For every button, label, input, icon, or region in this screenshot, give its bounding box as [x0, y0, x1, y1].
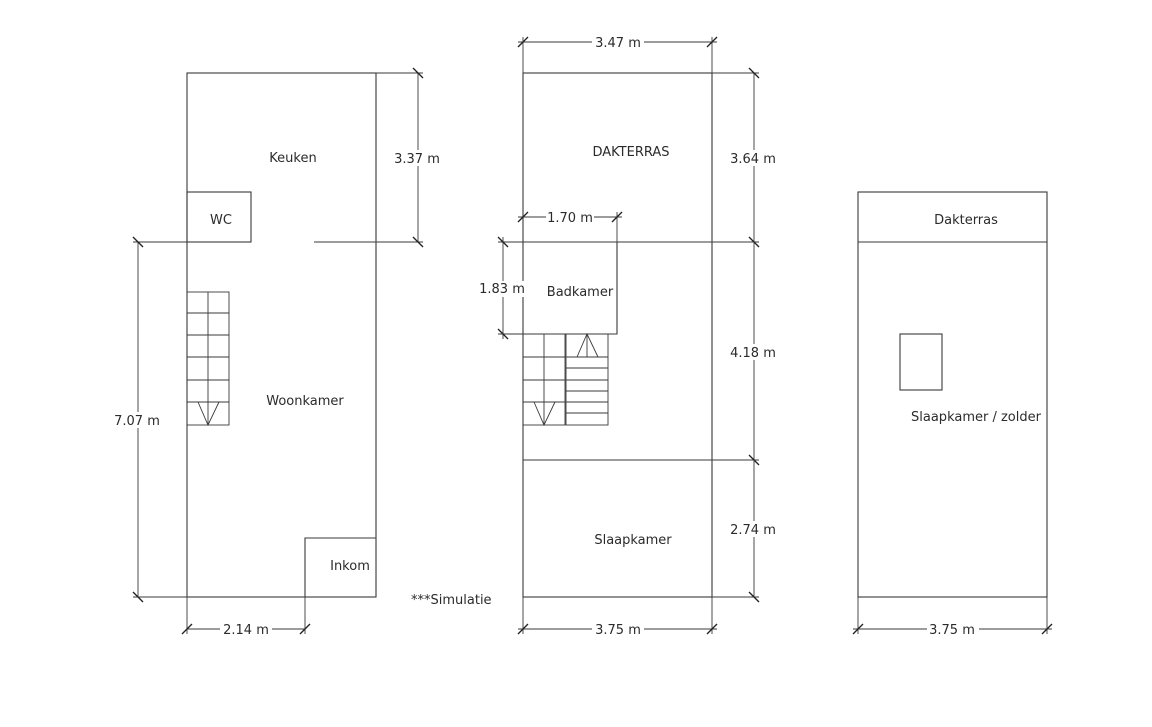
inkom-room — [304, 537, 376, 597]
dim-bath-depth — [480, 236, 524, 340]
dim-label-bed-depth: 2.74 m — [730, 523, 776, 538]
dim-inkom-width — [181, 597, 311, 637]
ground-staircase — [186, 291, 230, 427]
dim-label-keuken-depth: 3.37 m — [394, 152, 440, 167]
room-label-zolder: Slaapkamer / zolder — [911, 410, 1042, 425]
dim-ground-depth — [112, 236, 187, 603]
room-label-wc: WC — [210, 213, 232, 228]
first-staircase-up — [565, 332, 609, 426]
attic-floor: Dakterras Slaapkamer / zolder 3.75 m — [852, 191, 1053, 638]
dim-label-attic-width: 3.75 m — [929, 623, 975, 638]
ground-floor: Keuken WC Woonkamer Inkom 3.37 m 7.07 m … — [112, 67, 444, 638]
dim-label-first-width-bottom: 3.75 m — [595, 623, 641, 638]
stair-arrow-down-icon — [197, 401, 220, 427]
dim-label-inkom-width: 2.14 m — [223, 623, 269, 638]
stair-arrow-down-icon — [533, 401, 556, 427]
simulation-note: ***Simulatie — [411, 593, 492, 608]
dim-bath-width — [517, 210, 623, 242]
dim-label-bath-depth: 1.83 m — [479, 282, 525, 297]
room-label-dakterras: Dakterras — [934, 213, 998, 228]
stair-arrow-up-icon — [576, 332, 599, 358]
dim-label-terrace-depth: 3.64 m — [730, 152, 776, 167]
roof-window — [899, 333, 943, 391]
room-label-keuken: Keuken — [269, 151, 316, 166]
dim-bed-depth — [712, 460, 780, 603]
first-floor: DAKTERRAS Badkamer Slaapkamer 3.47 m 3.6… — [479, 34, 780, 638]
dim-first-width-top — [517, 34, 718, 73]
room-label-woonkamer: Woonkamer — [266, 394, 344, 409]
dim-label-mid-depth: 4.18 m — [730, 346, 776, 361]
dim-keuken-depth — [376, 67, 444, 248]
dim-label-first-width-top: 3.47 m — [595, 36, 641, 51]
room-label-badkamer: Badkamer — [547, 285, 614, 300]
dim-attic-width — [852, 597, 1053, 637]
room-label-inkom: Inkom — [330, 559, 370, 574]
dim-first-width-bottom — [517, 597, 718, 637]
room-label-dakterras-top: DAKTERRAS — [592, 145, 669, 160]
first-staircase-down — [522, 333, 566, 427]
dim-mid-depth — [712, 242, 780, 466]
dim-label-bath-width: 1.70 m — [547, 211, 593, 226]
room-label-slaapkamer: Slaapkamer — [594, 533, 672, 548]
dim-label-ground-depth: 7.07 m — [114, 414, 160, 429]
attic-outline — [857, 191, 1048, 598]
dim-terrace-depth — [712, 67, 780, 248]
